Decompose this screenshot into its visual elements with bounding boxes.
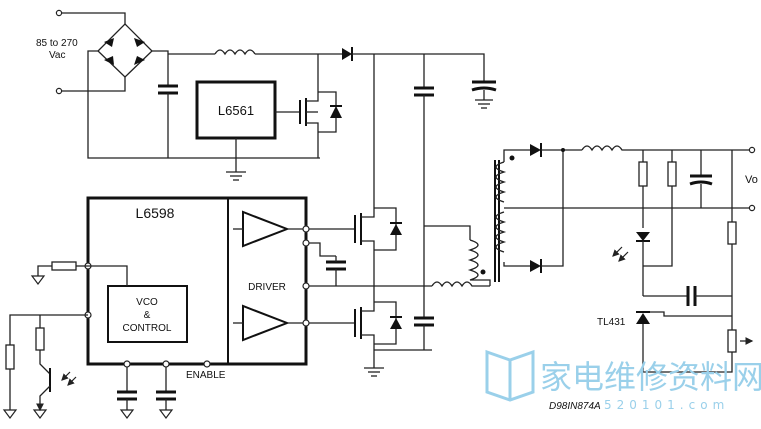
ground-l6561 [226,171,246,181]
pfc-inductor [214,49,256,56]
l6561-chip: L6561 [195,80,277,140]
vco-label-1: VCO [136,297,158,308]
book-icon [485,349,535,402]
resonant-capacitors [414,54,471,350]
bottom-capacitors [117,367,176,419]
ac-input-terminals [55,9,126,95]
watermark-number: 520101.com [604,398,729,412]
output-terminals [748,146,756,212]
input-voltage-unit: Vac [49,50,66,61]
resonant-inductor [431,281,490,288]
high-side-mosfet [309,207,402,260]
vo-label: Vo [745,174,758,186]
bridge-rectifier [87,23,320,159]
bulk-capacitor [471,80,497,109]
input-voltage-label: 85 to 270 [36,38,78,49]
output-network [612,150,754,373]
vco-label-2: & [144,310,151,321]
enable-label: ENABLE [186,370,226,381]
bootstrap-capacitor [309,242,346,286]
l6598-chip: L6598 DRIVER VCO & CONTROL [86,196,308,366]
l6598-label: L6598 [136,205,175,221]
low-side-mosfet [309,286,402,368]
watermark: 家电维修资料网 D98IN874A 520101.com [485,349,761,412]
vco-label-3: CONTROL [123,323,172,334]
ground-half-bridge [364,349,432,377]
l6561-label: L6561 [218,103,254,118]
optocoupler-transistor [2,314,88,419]
input-capacitor [158,54,178,158]
doc-code: D98IN874A [549,401,601,412]
watermark-text: 家电维修资料网 [540,358,761,396]
rt-resistor [30,261,88,285]
transformer [467,149,752,286]
pfc-mosfet [299,54,342,158]
tl431-label: TL431 [597,317,626,328]
output-inductor [581,145,752,152]
driver-label: DRIVER [248,282,286,293]
pfc-diode [342,47,353,61]
